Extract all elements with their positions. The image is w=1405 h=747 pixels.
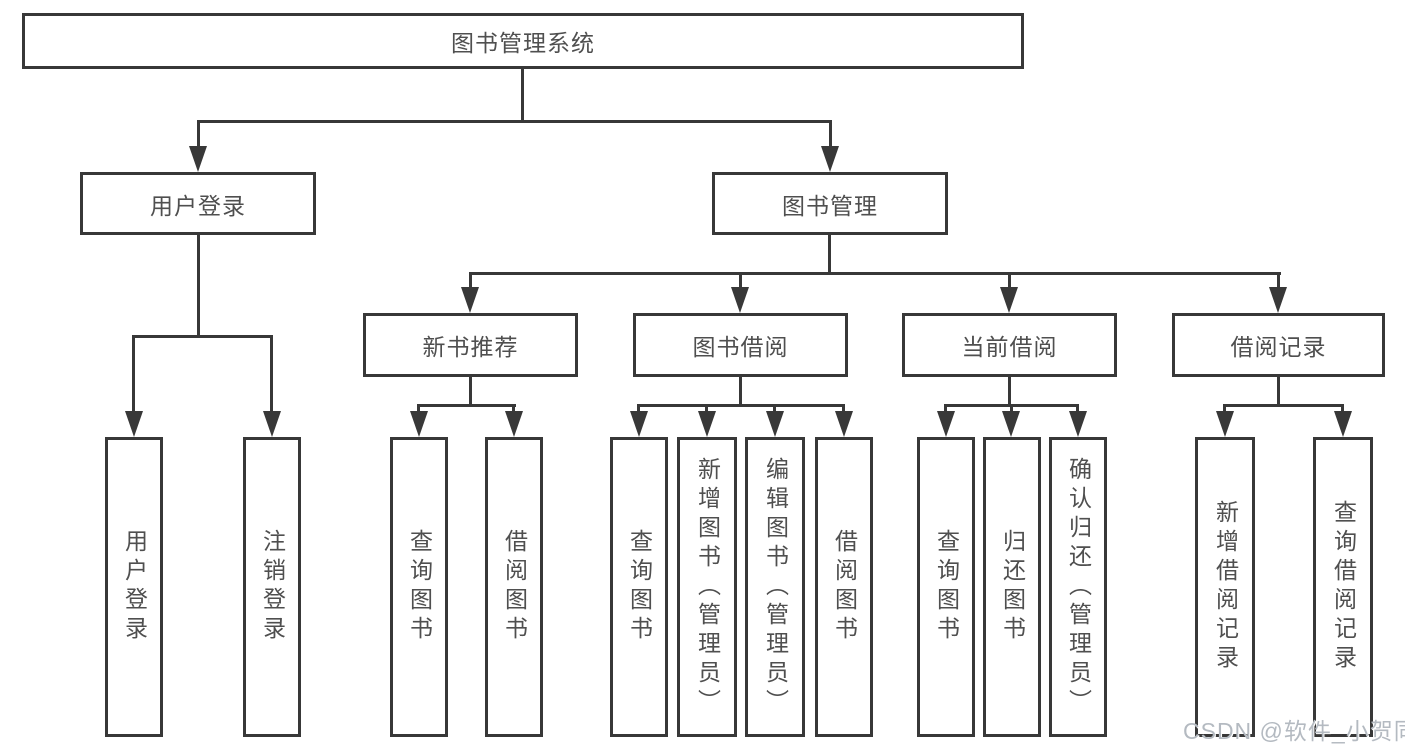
connector-line — [1223, 404, 1226, 412]
leaf-add-borrow-record: 新增借阅记录 — [1195, 437, 1255, 737]
connector-line — [828, 235, 831, 275]
arrow-down-icon — [630, 411, 648, 437]
arrow-down-icon — [1002, 411, 1020, 437]
connector-line — [1076, 404, 1079, 412]
connector-line — [417, 404, 420, 412]
arrow-down-icon — [937, 411, 955, 437]
leaf-add-book-admin: 新增图书（管理员） — [677, 437, 737, 737]
arrow-down-icon — [263, 411, 281, 437]
arrow-down-icon — [461, 287, 479, 313]
connector-line — [1010, 404, 1013, 412]
connector-line — [739, 377, 742, 406]
leaf-query-books-recommend: 查询图书 — [390, 437, 448, 737]
arrow-down-icon — [125, 411, 143, 437]
leaf-borrow-books: 借阅图书 — [815, 437, 873, 737]
node-book-management: 图书管理 — [712, 172, 948, 235]
connector-line — [1008, 377, 1011, 406]
node-system-root: 图书管理系统 — [22, 13, 1024, 69]
leaf-confirm-return-admin: 确认归还（管理员） — [1049, 437, 1107, 737]
arrow-down-icon — [189, 146, 207, 172]
arrow-down-icon — [1334, 411, 1352, 437]
leaf-borrow-books-recommend: 借阅图书 — [485, 437, 543, 737]
connector-line — [197, 235, 200, 336]
leaf-return-books: 归还图书 — [983, 437, 1041, 737]
connector-line — [132, 335, 273, 338]
connector-line — [637, 404, 845, 407]
connector-line — [521, 69, 524, 122]
node-borrowing-records: 借阅记录 — [1172, 313, 1385, 377]
connector-line — [1277, 272, 1280, 288]
connector-line — [469, 272, 1281, 275]
connector-line — [829, 120, 832, 147]
connector-line — [469, 377, 472, 406]
connector-line — [270, 335, 273, 412]
node-book-borrowing: 图书借阅 — [633, 313, 848, 377]
arrow-down-icon — [766, 411, 784, 437]
node-new-book-recommend: 新书推荐 — [363, 313, 578, 377]
node-user-login: 用户登录 — [80, 172, 316, 235]
arrow-down-icon — [835, 411, 853, 437]
connector-line — [1223, 404, 1344, 407]
arrow-down-icon — [731, 287, 749, 313]
connector-line — [132, 335, 135, 412]
connector-line — [705, 404, 708, 412]
arrow-down-icon — [1216, 411, 1234, 437]
leaf-query-books-borrowing: 查询图书 — [610, 437, 668, 737]
connector-line — [197, 120, 200, 147]
connector-line — [1008, 272, 1011, 288]
arrow-down-icon — [505, 411, 523, 437]
arrow-down-icon — [1000, 287, 1018, 313]
arrow-down-icon — [698, 411, 716, 437]
connector-line — [842, 404, 845, 412]
arrow-down-icon — [1069, 411, 1087, 437]
leaf-user-login: 用户登录 — [105, 437, 163, 737]
leaf-query-books-current: 查询图书 — [917, 437, 975, 737]
connector-line — [512, 404, 515, 412]
arrow-down-icon — [821, 146, 839, 172]
leaf-logout: 注销登录 — [243, 437, 301, 737]
arrow-down-icon — [1269, 287, 1287, 313]
connector-line — [417, 404, 516, 407]
leaf-query-borrow-record: 查询借阅记录 — [1313, 437, 1373, 737]
connector-line — [944, 404, 947, 412]
connector-line — [637, 404, 640, 412]
connector-line — [773, 404, 776, 412]
node-current-borrowing: 当前借阅 — [902, 313, 1117, 377]
connector-line — [469, 272, 472, 288]
connector-line — [1341, 404, 1344, 412]
connector-line — [197, 120, 831, 123]
connector-line — [739, 272, 742, 288]
connector-line — [1277, 377, 1280, 406]
csdn-watermark: CSDN @软件_小贺同学 — [1183, 718, 1405, 744]
leaf-edit-book-admin: 编辑图书（管理员） — [745, 437, 805, 737]
arrow-down-icon — [410, 411, 428, 437]
